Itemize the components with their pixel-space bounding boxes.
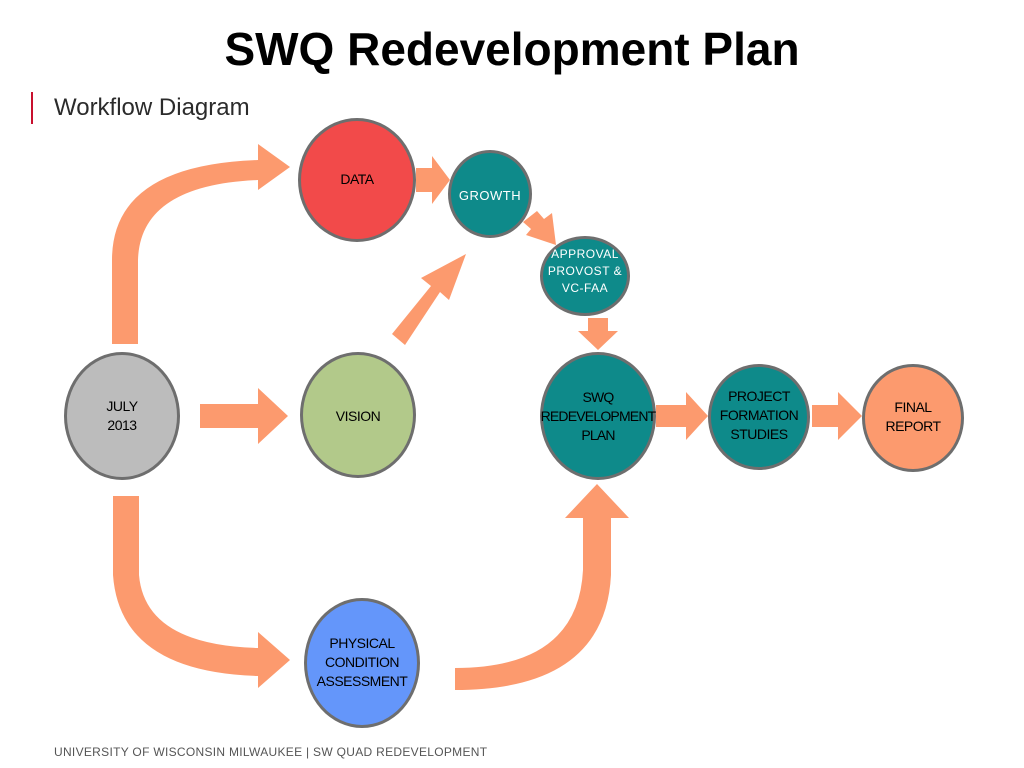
arrow-approval-to-swq	[578, 318, 618, 350]
slide-subtitle: Workflow Diagram	[54, 94, 250, 121]
node-project-formation-studies-label: PROJECT FORMATION STUDIES	[719, 388, 799, 442]
accent-bar	[31, 92, 33, 124]
node-vision-label: VISION	[335, 408, 381, 424]
node-final-report-label: FINAL REPORT	[885, 399, 941, 434]
node-final-report	[862, 364, 964, 472]
arrow-july-to-data	[112, 144, 290, 344]
arrow-july-to-physical	[113, 496, 290, 688]
node-physical-condition-assessment-label: PHYSICAL CONDITION ASSESSMENT	[316, 635, 408, 689]
arrow-july-to-vision	[200, 388, 288, 444]
node-swq-redevelopment-plan-label: SWQ REDEVELOPMENT PLAN	[540, 389, 657, 443]
node-data-label: DATA	[340, 171, 374, 187]
node-july-2013-label: JULY 2013	[106, 398, 138, 433]
slide-title: SWQ Redevelopment Plan	[224, 23, 800, 75]
node-july-2013	[64, 352, 180, 480]
node-growth-label: GROWTH	[458, 188, 522, 203]
arrow-project-to-final	[812, 392, 862, 440]
arrow-data-to-growth	[416, 156, 450, 204]
arrow-vision-to-growth	[392, 254, 466, 345]
footer-text: UNIVERSITY OF WISCONSIN MILWAUKEE | SW Q…	[54, 745, 488, 759]
node-project-formation-studies	[708, 364, 810, 470]
node-swq-redevelopment-plan	[540, 352, 656, 480]
arrow-swq-to-project	[656, 392, 708, 440]
node-vision	[300, 352, 416, 478]
node-growth	[448, 150, 532, 238]
arrow-physical-to-swq	[455, 484, 629, 690]
node-approval-provost-vc-faa	[540, 236, 630, 316]
arrow-growth-to-approval	[523, 211, 556, 245]
node-approval-provost-vc-faa-label: APPROVAL PROVOST & VC-FAA	[547, 247, 623, 295]
node-data	[298, 118, 416, 242]
node-physical-condition-assessment	[304, 598, 420, 728]
